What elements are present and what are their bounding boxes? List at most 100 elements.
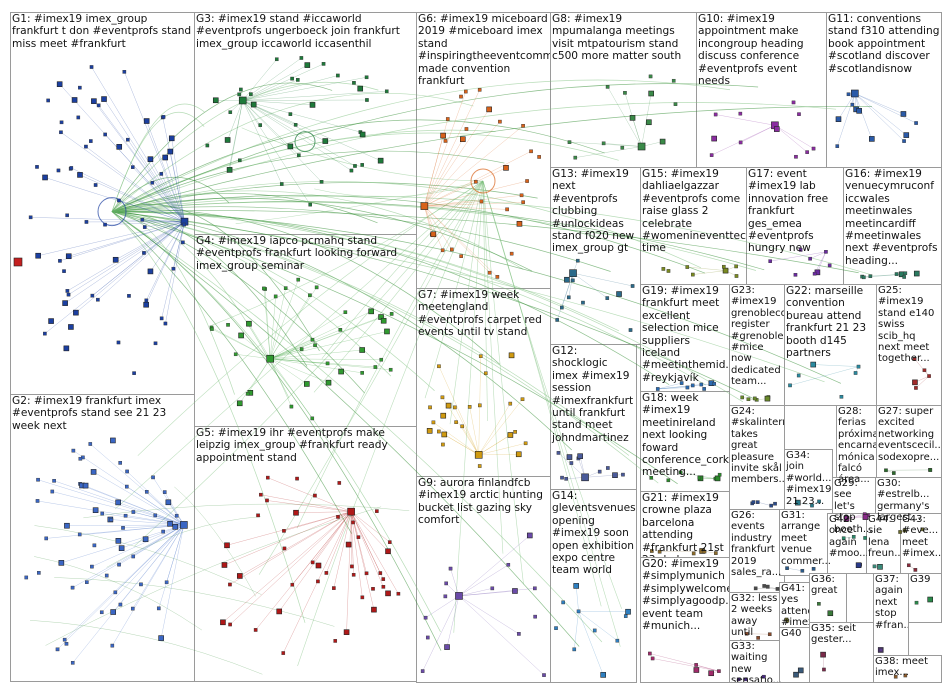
vertex[interactable]	[381, 585, 386, 589]
vertex[interactable]	[487, 270, 492, 275]
vertex[interactable]	[713, 112, 718, 117]
vertex[interactable]	[115, 499, 121, 506]
vertex[interactable]	[478, 354, 483, 358]
vertex[interactable]	[785, 566, 789, 570]
vertex[interactable]	[508, 352, 515, 359]
vertex[interactable]	[180, 521, 188, 529]
hub-vertex-imex-group[interactable]	[97, 197, 127, 227]
vertex[interactable]	[571, 278, 575, 283]
vertex[interactable]	[281, 651, 286, 655]
vertex[interactable]	[900, 111, 907, 117]
vertex[interactable]	[297, 153, 301, 158]
vertex[interactable]	[56, 81, 63, 87]
vertex[interactable]	[767, 632, 772, 637]
vertex[interactable]	[556, 451, 561, 455]
vertex[interactable]	[172, 523, 179, 530]
vertex[interactable]	[118, 602, 123, 607]
vertex[interactable]	[554, 626, 558, 630]
vertex[interactable]	[296, 277, 301, 282]
vertex[interactable]	[167, 520, 173, 527]
vertex[interactable]	[50, 489, 55, 494]
vertex[interactable]	[903, 673, 908, 678]
vertex[interactable]	[282, 529, 286, 533]
vertex[interactable]	[314, 285, 319, 290]
vertex[interactable]	[35, 499, 40, 503]
vertex[interactable]	[566, 295, 571, 300]
vertex[interactable]	[42, 174, 48, 181]
vertex[interactable]	[299, 56, 304, 60]
vertex[interactable]	[774, 126, 780, 132]
vertex[interactable]	[678, 470, 683, 475]
vertex[interactable]	[561, 600, 565, 605]
vertex[interactable]	[486, 106, 492, 113]
vertex[interactable]	[89, 139, 93, 143]
vertex[interactable]	[850, 102, 855, 107]
vertex[interactable]	[827, 610, 834, 617]
vertex[interactable]	[693, 667, 700, 673]
vertex[interactable]	[853, 371, 858, 375]
vertex[interactable]	[846, 92, 851, 97]
vertex[interactable]	[762, 584, 766, 588]
vertex[interactable]	[474, 179, 478, 184]
vertex[interactable]	[902, 139, 906, 143]
vertex[interactable]	[430, 231, 437, 238]
vertex[interactable]	[868, 274, 873, 279]
vertex[interactable]	[507, 432, 514, 438]
vertex[interactable]	[89, 65, 94, 69]
vertex[interactable]	[824, 250, 828, 254]
vertex[interactable]	[85, 580, 89, 584]
vertex[interactable]	[117, 562, 121, 567]
vertex[interactable]	[283, 286, 288, 290]
vertex[interactable]	[646, 119, 652, 126]
vertex[interactable]	[699, 382, 704, 387]
vertex[interactable]	[153, 513, 158, 518]
vertex[interactable]	[77, 172, 83, 178]
vertex[interactable]	[575, 258, 580, 263]
vertex[interactable]	[308, 202, 312, 207]
vertex[interactable]	[289, 404, 294, 409]
vertex[interactable]	[744, 677, 748, 682]
vertex[interactable]	[708, 670, 714, 677]
vertex[interactable]	[753, 586, 758, 591]
vertex[interactable]	[91, 98, 97, 104]
vertex[interactable]	[147, 268, 154, 275]
vertex[interactable]	[898, 530, 902, 534]
vertex[interactable]	[702, 387, 706, 391]
vertex[interactable]	[333, 639, 338, 643]
vertex[interactable]	[325, 361, 330, 366]
vertex[interactable]	[353, 164, 357, 168]
vertex[interactable]	[56, 168, 61, 173]
vertex[interactable]	[659, 138, 666, 145]
vertex[interactable]	[714, 475, 721, 482]
vertex[interactable]	[856, 108, 862, 114]
vertex[interactable]	[337, 481, 342, 485]
vertex[interactable]	[623, 614, 628, 618]
vertex[interactable]	[238, 96, 247, 105]
vertex[interactable]	[66, 292, 71, 297]
vertex[interactable]	[316, 579, 320, 584]
vertex[interactable]	[123, 513, 128, 518]
vertex[interactable]	[797, 667, 804, 674]
vertex[interactable]	[773, 501, 777, 506]
vertex[interactable]	[127, 294, 131, 298]
vertex[interactable]	[147, 156, 154, 162]
vertex[interactable]	[810, 503, 814, 508]
vertex[interactable]	[808, 256, 812, 261]
vertex[interactable]	[364, 571, 369, 576]
vertex[interactable]	[628, 328, 633, 332]
vertex[interactable]	[295, 476, 299, 481]
vertex[interactable]	[70, 585, 75, 590]
vertex[interactable]	[714, 551, 718, 555]
vertex[interactable]	[498, 119, 502, 124]
vertex[interactable]	[156, 606, 161, 611]
vertex[interactable]	[139, 582, 143, 587]
vertex[interactable]	[101, 96, 107, 102]
vertex[interactable]	[71, 448, 76, 453]
vertex[interactable]	[62, 269, 66, 273]
vertex[interactable]	[279, 182, 284, 186]
vertex[interactable]	[245, 392, 250, 396]
vertex[interactable]	[827, 263, 832, 268]
vertex[interactable]	[712, 382, 716, 386]
vertex[interactable]	[58, 560, 65, 566]
vertex[interactable]	[70, 660, 75, 665]
